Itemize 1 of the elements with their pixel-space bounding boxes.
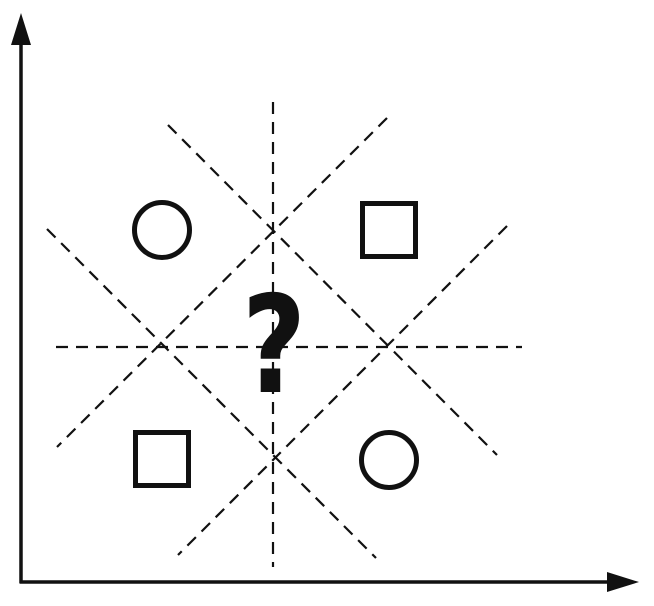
question-mark: ? <box>242 278 306 413</box>
